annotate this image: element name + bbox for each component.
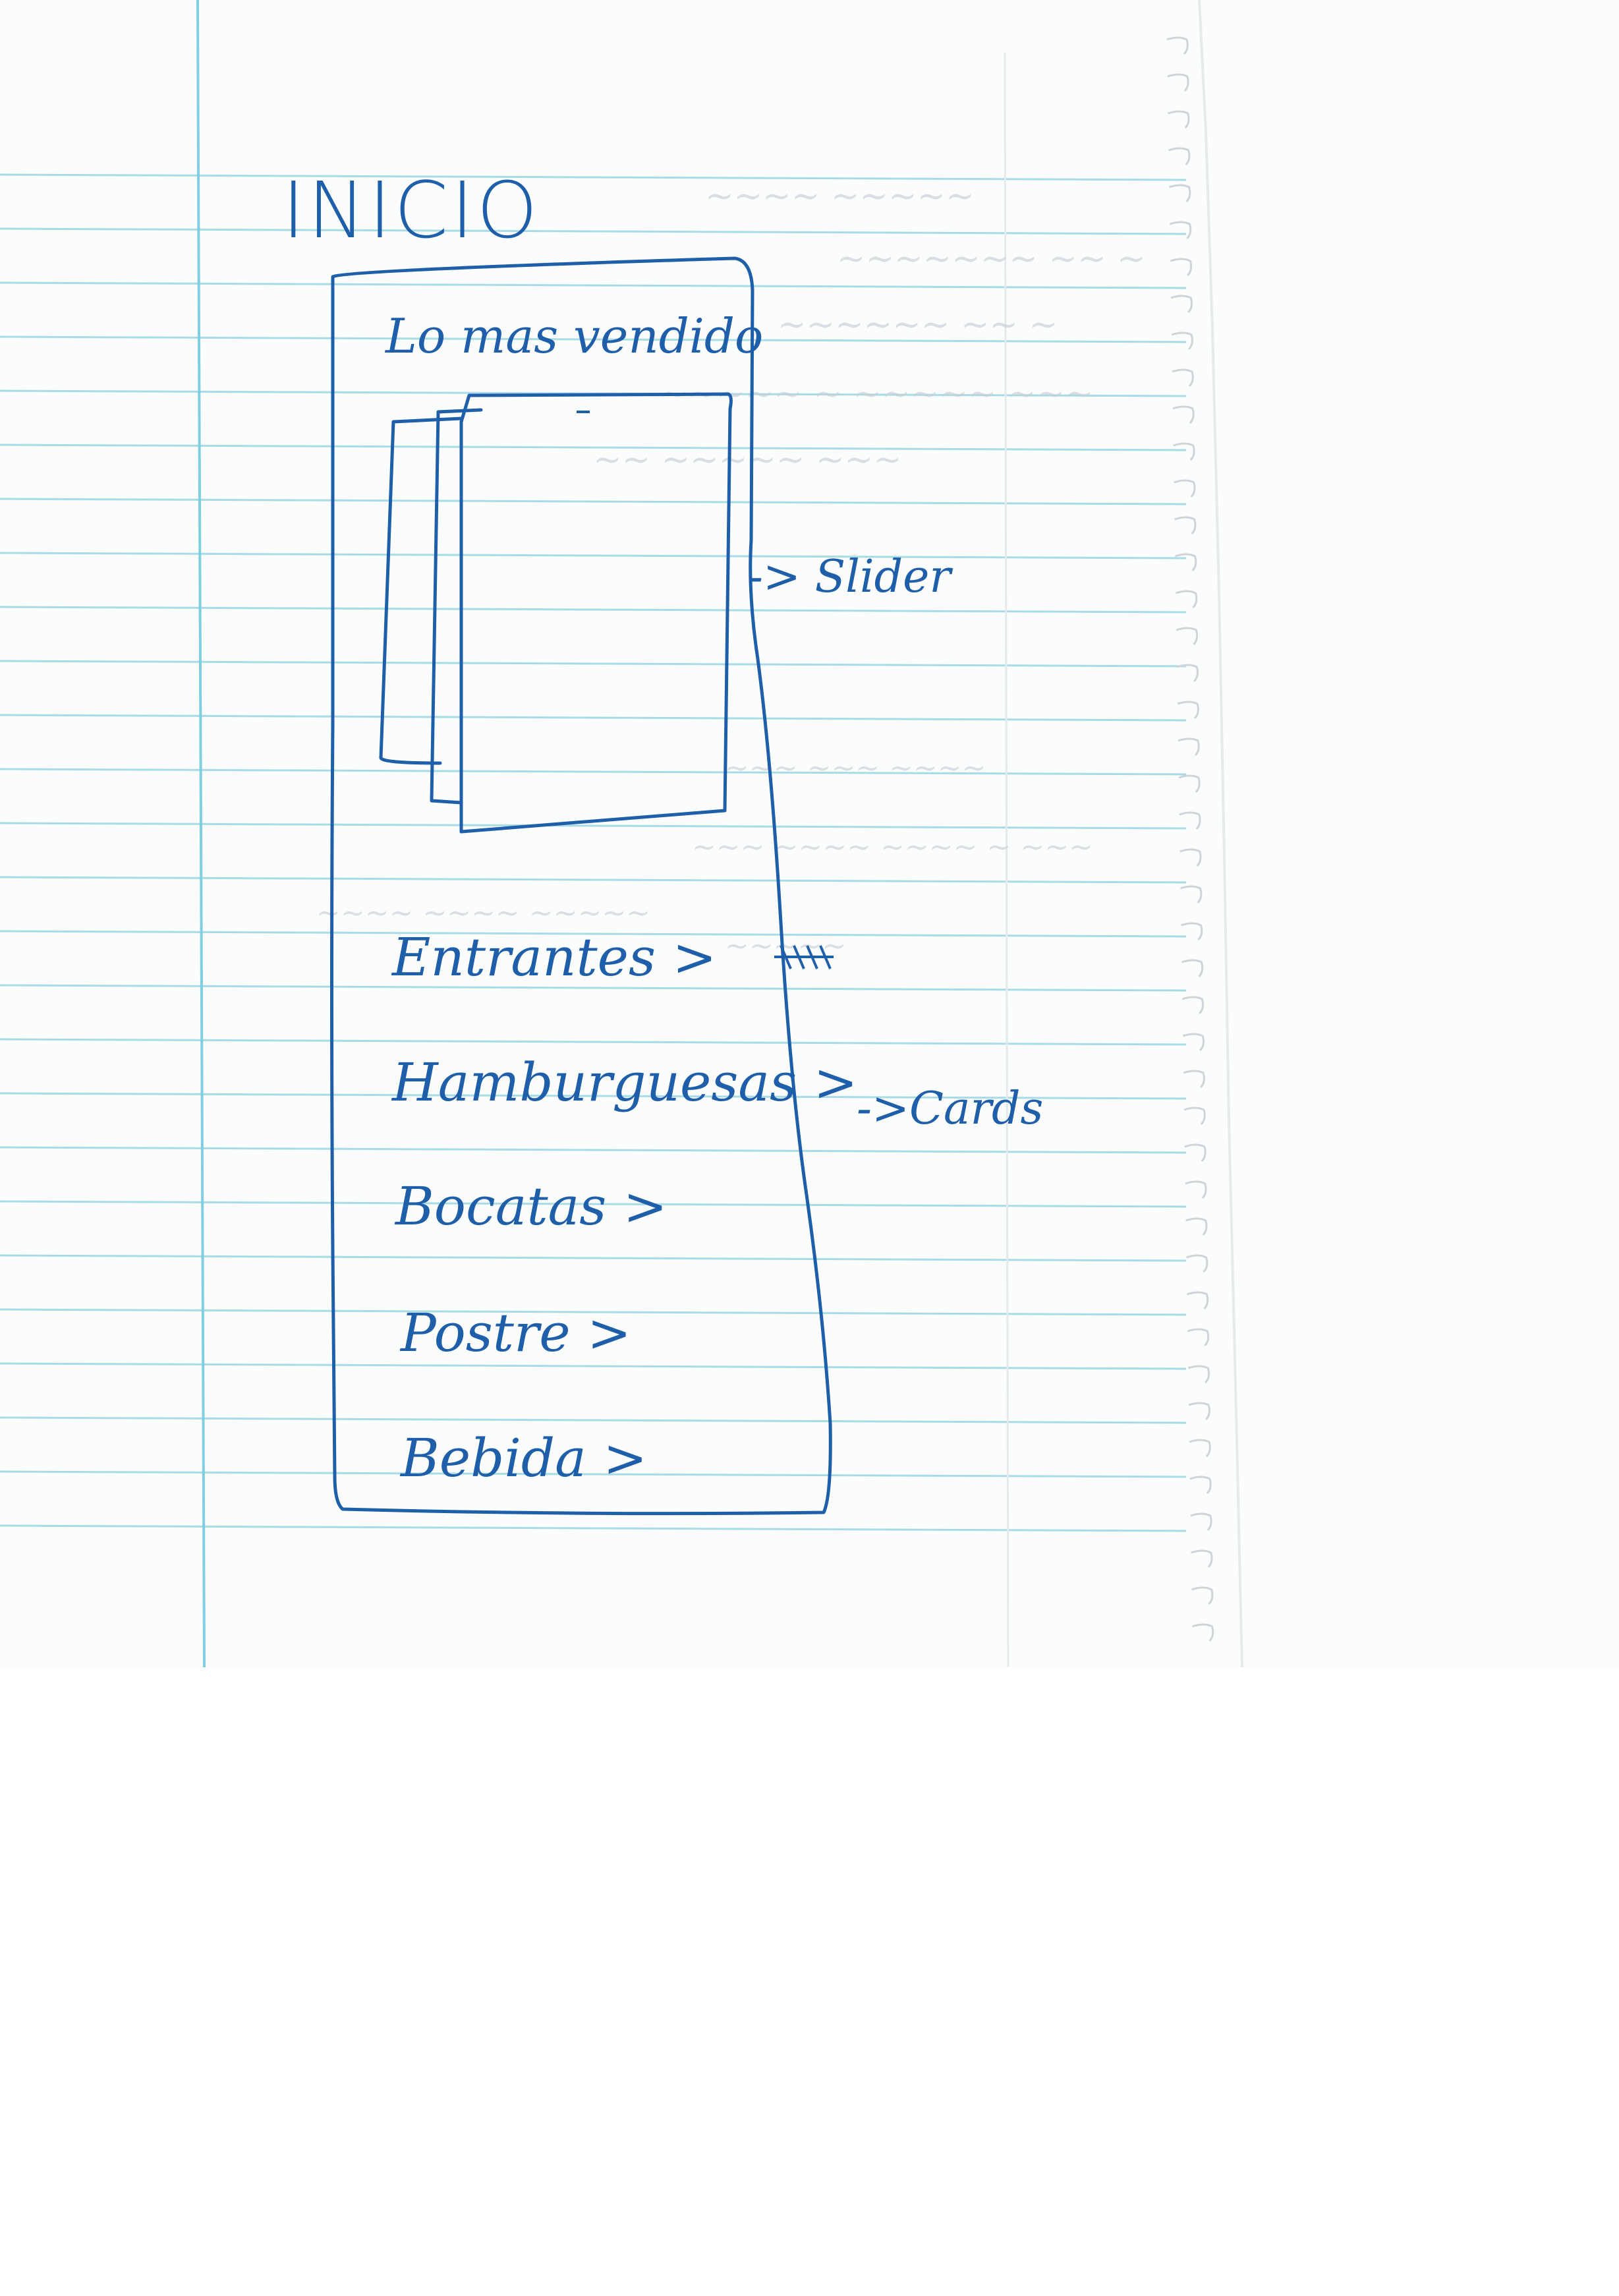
rule-line bbox=[0, 930, 1187, 938]
spiral-hole bbox=[1175, 590, 1198, 609]
rule-line bbox=[0, 1254, 1187, 1262]
rule-line bbox=[0, 335, 1187, 343]
svg-text:~~ ~~~~~ ~~~: ~~ ~~~~~ ~~~ bbox=[593, 440, 902, 480]
scribble-mark bbox=[774, 945, 834, 969]
rule-line bbox=[0, 1038, 1187, 1046]
rule-line bbox=[0, 281, 1187, 289]
rule-line bbox=[0, 1362, 1187, 1370]
spiral-hole bbox=[1189, 1439, 1211, 1458]
spiral-hole bbox=[1186, 1291, 1209, 1310]
slider-card-front bbox=[459, 392, 733, 834]
rule-line bbox=[0, 1308, 1187, 1316]
spiral-hole bbox=[1174, 516, 1197, 535]
spiral-hole bbox=[1168, 110, 1190, 129]
spiral-hole bbox=[1190, 1512, 1212, 1532]
category-cards: Entrantes > Hamburguesas > Bocatas > Pos… bbox=[391, 927, 858, 1489]
rule-line bbox=[0, 1416, 1187, 1424]
spiral-hole bbox=[1180, 922, 1203, 941]
spiral-hole bbox=[1172, 368, 1194, 387]
rule-line bbox=[0, 822, 1187, 830]
spiral-binding-holes bbox=[1166, 36, 1214, 1642]
menu-item-bebida[interactable]: Bebida > bbox=[399, 1427, 647, 1489]
spiral-hole bbox=[1184, 1143, 1207, 1162]
margin-line bbox=[196, 0, 206, 1668]
rule-line bbox=[0, 1092, 1187, 1100]
rule-line bbox=[0, 173, 1187, 181]
spiral-hole bbox=[1169, 184, 1191, 203]
rule-line bbox=[0, 444, 1187, 451]
spiral-hole bbox=[1169, 221, 1192, 240]
phone-frame bbox=[330, 256, 832, 1516]
page-title: INICIO bbox=[282, 165, 540, 256]
svg-text:~~~~ ~~~~~: ~~~~ ~~~~~ bbox=[705, 177, 975, 216]
cards-annotation: ->Cards bbox=[857, 1083, 1043, 1135]
svg-text:~~~~ ~~~~ ~~~~~: ~~~~ ~~~~ ~~~~~ bbox=[316, 896, 650, 930]
menu-item-entrantes[interactable]: Entrantes > bbox=[391, 927, 717, 988]
spiral-hole bbox=[1167, 73, 1189, 92]
spiral-hole bbox=[1166, 36, 1189, 55]
spiral-hole bbox=[1183, 1070, 1205, 1089]
rule-line bbox=[0, 714, 1187, 722]
section-title: Lo mas vendido bbox=[384, 308, 763, 364]
rule-line bbox=[0, 606, 1187, 614]
notebook-page bbox=[0, 0, 1619, 1667]
spiral-hole bbox=[1175, 553, 1197, 572]
slider-annotation: -> Slider bbox=[748, 551, 953, 603]
slider bbox=[379, 392, 733, 834]
svg-text:~~~~~~ ~~ ~: ~~~~~~ ~~ ~ bbox=[778, 305, 1058, 345]
spiral-hole bbox=[1176, 627, 1199, 646]
spiral-hole bbox=[1168, 147, 1191, 166]
spiral-hole bbox=[1178, 737, 1200, 757]
rule-line bbox=[0, 1146, 1187, 1154]
spiral-hole bbox=[1173, 442, 1195, 461]
slider-card-back bbox=[379, 416, 463, 765]
spiral-hole bbox=[1191, 1549, 1213, 1568]
spiral-hole bbox=[1191, 1586, 1214, 1605]
rule-line bbox=[0, 984, 1187, 992]
svg-text:~~~~~~~ ~~ ~: ~~~~~~~ ~~ ~ bbox=[837, 239, 1146, 279]
spiral-hole bbox=[1179, 848, 1202, 867]
right-margin-line bbox=[1004, 52, 1009, 1668]
spiral-hole bbox=[1187, 1328, 1210, 1347]
spiral-hole bbox=[1186, 1254, 1208, 1273]
spiral-hole bbox=[1185, 1217, 1208, 1236]
spiral-hole bbox=[1181, 996, 1205, 1015]
spiral-hole bbox=[1171, 331, 1193, 351]
torn-edge bbox=[1198, 0, 1243, 1668]
slider-card-middle bbox=[430, 408, 483, 805]
rule-line bbox=[0, 1200, 1187, 1208]
spiral-hole bbox=[1182, 1033, 1205, 1052]
svg-text:~~~ ~~~~ ~~~~ ~ ~~~: ~~~ ~~~~ ~~~~ ~ ~~~ bbox=[692, 830, 1093, 864]
rule-line bbox=[0, 498, 1187, 505]
spiral-hole bbox=[1170, 258, 1193, 277]
rule-line bbox=[0, 1524, 1187, 1532]
menu-item-hamburguesas[interactable]: Hamburguesas > bbox=[391, 1052, 858, 1113]
rule-line bbox=[0, 876, 1187, 884]
rule-line bbox=[0, 1470, 1187, 1478]
menu-item-bocatas[interactable]: Bocatas > bbox=[394, 1176, 667, 1237]
spiral-hole bbox=[1183, 1106, 1206, 1126]
menu-item-postre[interactable]: Postre > bbox=[399, 1302, 631, 1363]
rule-line bbox=[0, 227, 1187, 235]
spiral-hole bbox=[1172, 405, 1195, 424]
svg-text:~~~ ~~~ ~~~~: ~~~ ~~~ ~~~~ bbox=[725, 751, 986, 785]
spiral-hole bbox=[1174, 479, 1196, 498]
spiral-hole bbox=[1178, 774, 1201, 793]
spiral-hole bbox=[1176, 664, 1199, 683]
rule-line bbox=[0, 552, 1187, 560]
rule-line bbox=[0, 768, 1187, 776]
rule-line bbox=[0, 660, 1187, 668]
spiral-hole bbox=[1177, 701, 1199, 720]
bleed-through-text: ~~~~ ~~~~~ ~~~~~~~ ~~ ~ ~~~~~~ ~~ ~ ~~~~… bbox=[316, 177, 1146, 963]
spiral-hole bbox=[1179, 811, 1201, 830]
spiral-hole bbox=[1185, 1180, 1207, 1199]
spiral-hole bbox=[1188, 1402, 1210, 1421]
spiral-hole bbox=[1170, 295, 1193, 314]
spiral-hole bbox=[1189, 1476, 1212, 1495]
spiral-hole bbox=[1192, 1623, 1214, 1642]
spiral-hole bbox=[1180, 885, 1203, 904]
spiral-hole bbox=[1187, 1365, 1210, 1384]
spiral-hole bbox=[1181, 959, 1204, 978]
